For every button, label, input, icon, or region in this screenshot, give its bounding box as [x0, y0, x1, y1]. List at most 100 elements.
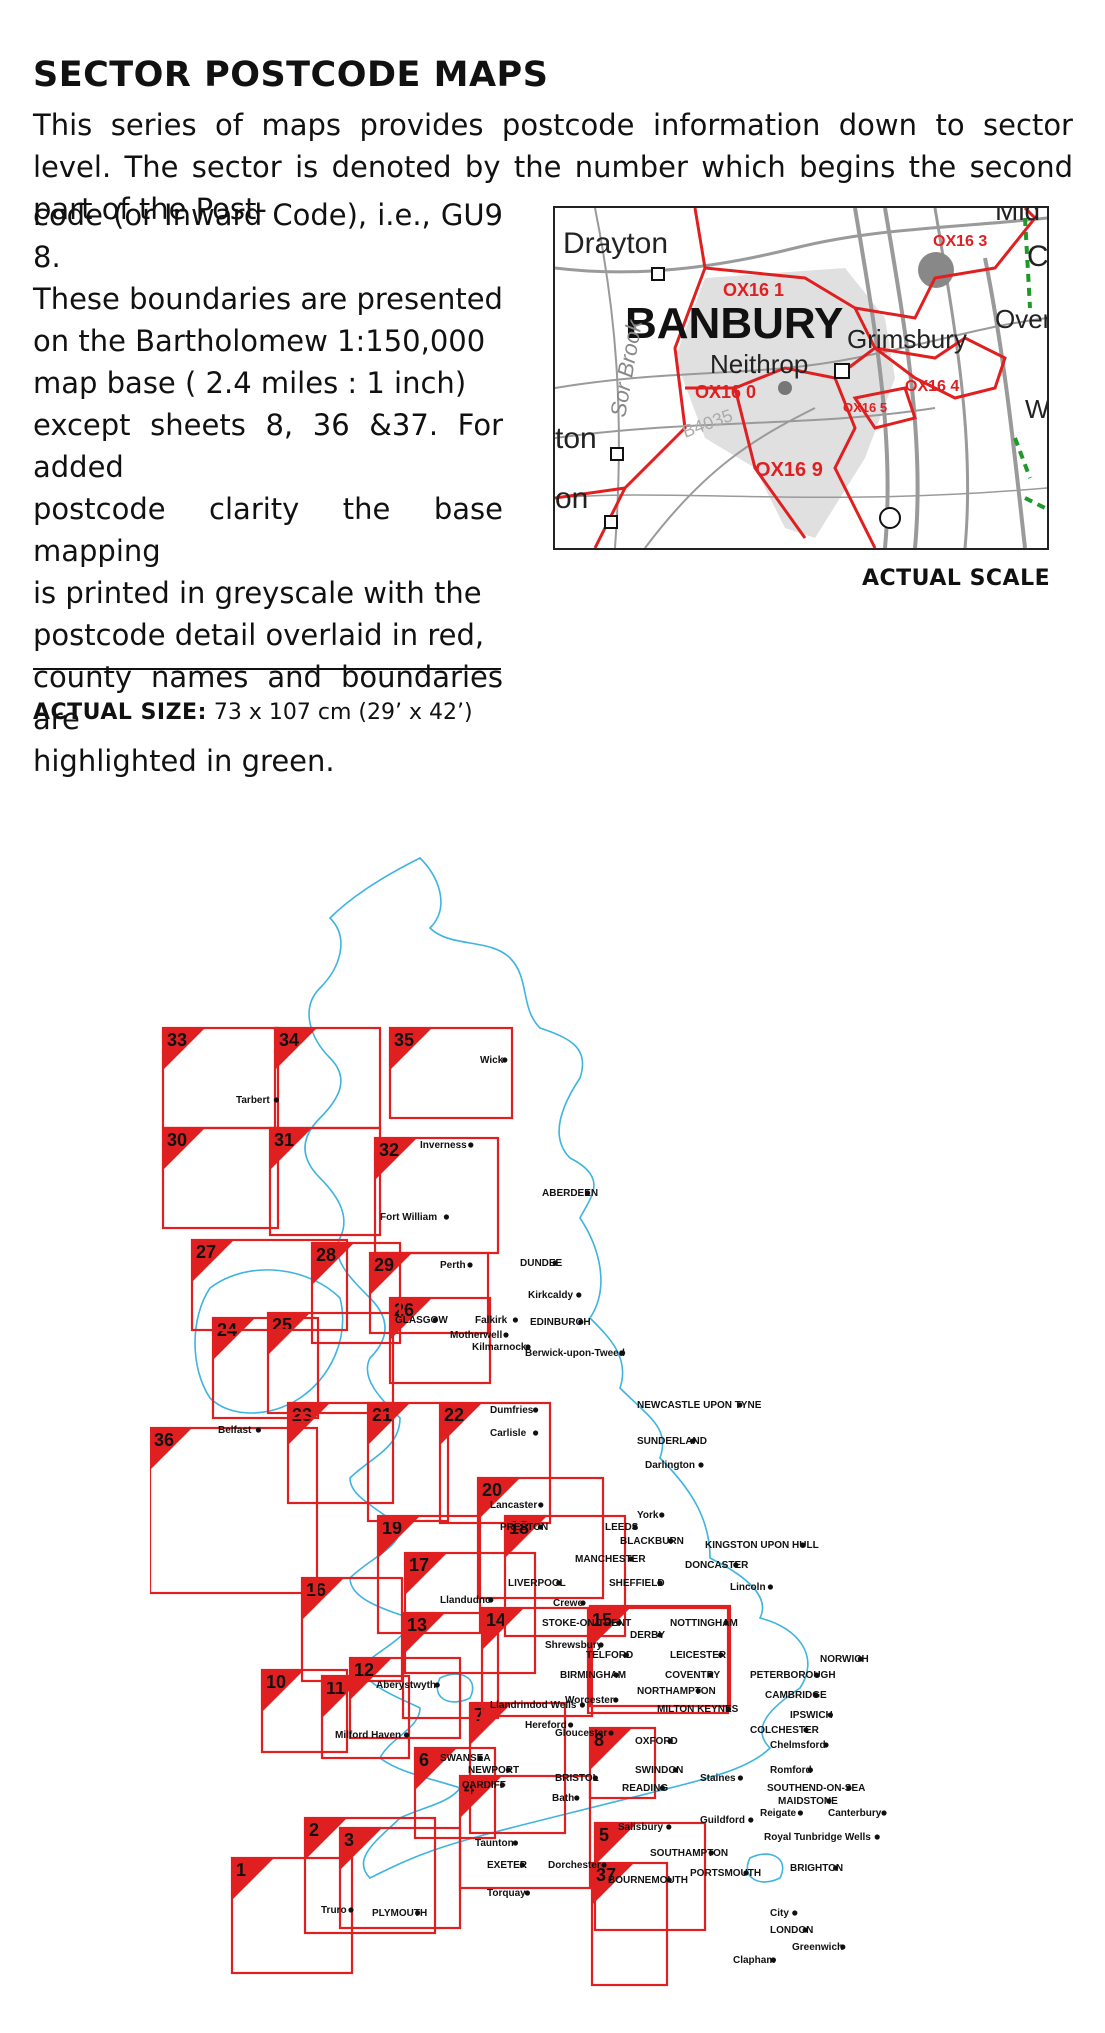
place-label: Berwick-upon-Tweed — [525, 1348, 625, 1359]
sheet-number-20[interactable]: 20 — [482, 1480, 502, 1500]
sheet-number-37[interactable]: 37 — [596, 1865, 616, 1885]
place-dot — [512, 1840, 518, 1846]
place-label: Llandudno — [440, 1595, 491, 1606]
place-label: SHEFFIELD — [609, 1578, 665, 1589]
sheet-number-11[interactable]: 11 — [326, 1678, 345, 1698]
crossing-marker — [879, 507, 901, 529]
place-dot — [748, 1817, 754, 1823]
sheet-number-1[interactable]: 1 — [236, 1860, 246, 1880]
place-label: Darlington — [645, 1460, 695, 1471]
place-dot — [767, 1584, 774, 1590]
place-label: PRESTON — [500, 1522, 548, 1533]
sheet-corner-2 — [305, 1818, 347, 1860]
sheet-number-14[interactable]: 14 — [486, 1610, 506, 1630]
place-dot — [592, 1775, 598, 1781]
place-dot — [632, 1524, 638, 1530]
sheet-number-31[interactable]: 31 — [274, 1130, 294, 1150]
sheet-corner-30 — [163, 1128, 205, 1170]
sheet-number-6[interactable]: 6 — [419, 1750, 429, 1770]
sheet-corner-24 — [213, 1318, 255, 1360]
sheet-number-34[interactable]: 34 — [279, 1030, 299, 1050]
place-dot — [608, 1730, 614, 1736]
sheet-number-10[interactable]: 10 — [266, 1672, 286, 1692]
sheet-number-22[interactable]: 22 — [444, 1405, 464, 1425]
place-label: PLYMOUTH — [372, 1908, 427, 1919]
place-label-partial-mid: Mid — [995, 208, 1040, 226]
sheet-corner-19 — [378, 1516, 420, 1558]
place-dot — [881, 1810, 887, 1816]
sheet-number-33[interactable]: 33 — [167, 1030, 187, 1050]
place-dot — [672, 1767, 679, 1773]
place-label: Reigate — [760, 1808, 797, 1819]
sheet-number-3[interactable]: 3 — [344, 1830, 354, 1850]
place-label: Salisbury — [618, 1822, 663, 1833]
place-dot — [840, 1944, 846, 1950]
sheet-outline-17 — [403, 1551, 537, 1675]
place-label: DONCASTER — [685, 1560, 749, 1571]
place-dot — [657, 1580, 663, 1586]
page-title: SECTOR POSTCODE MAPS — [33, 55, 549, 95]
road-network — [555, 208, 1047, 548]
place-dot — [524, 1890, 530, 1896]
sheet-number-15[interactable]: 15 — [592, 1610, 612, 1630]
place-dot — [503, 1332, 509, 1338]
place-dot — [743, 1870, 749, 1876]
neithrop-marker — [778, 381, 792, 395]
sector-label-ox16-9: OX16 9 — [755, 459, 823, 481]
sheet-number-2[interactable]: 2 — [309, 1820, 319, 1840]
place-label-banbury: BANBURY — [625, 299, 843, 348]
sheet-number-21[interactable]: 21 — [372, 1405, 392, 1425]
sheet-outline-27 — [190, 1238, 349, 1332]
sheet-outline-34 — [273, 1026, 382, 1130]
place-dot — [770, 1957, 777, 1963]
sheet-corner-17 — [405, 1553, 447, 1595]
place-label: Royal Tunbridge Wells — [764, 1832, 871, 1843]
sheet-number-7[interactable]: 7 — [474, 1705, 484, 1725]
body-paragraph: code (or Inward Code), i.e., GU9 8. Thes… — [33, 194, 503, 782]
place-dot — [505, 1767, 511, 1773]
sheet-outline-26 — [388, 1296, 492, 1385]
sheet-number-29[interactable]: 29 — [374, 1255, 394, 1275]
place-label: Truro — [321, 1905, 347, 1916]
sheet-corner-32 — [375, 1138, 417, 1180]
county-boundary — [1013, 217, 1046, 510]
place-dot — [846, 1785, 852, 1791]
sector-boundaries — [555, 208, 1038, 548]
place-dot — [404, 1732, 410, 1738]
place-dot — [874, 1834, 880, 1840]
place-label: Crewe — [553, 1598, 583, 1609]
sheet-number-28[interactable]: 28 — [316, 1245, 336, 1265]
place-dot — [443, 1214, 449, 1220]
place-dot — [468, 1142, 474, 1148]
place-label: LONDON — [770, 1925, 813, 1936]
sheet-number-12[interactable]: 12 — [354, 1660, 374, 1680]
sheet-outline-7 — [468, 1701, 567, 1835]
place-label: NEWCASTLE UPON TYNE — [637, 1400, 762, 1411]
sheet-number-23[interactable]: 23 — [292, 1405, 312, 1425]
sheet-number-36[interactable]: 36 — [154, 1430, 174, 1450]
place-label: GLASGOW — [395, 1315, 448, 1326]
place-label: Inverness — [420, 1140, 467, 1151]
sheet-number-30[interactable]: 30 — [167, 1130, 187, 1150]
sheet-number-32[interactable]: 32 — [379, 1140, 399, 1160]
place-label: Tarbert — [236, 1095, 270, 1106]
sheet-outline-20 — [476, 1476, 605, 1600]
sheet-number-27[interactable]: 27 — [196, 1242, 216, 1262]
sheet-number-8[interactable]: 8 — [594, 1730, 604, 1750]
sheet-number-35[interactable]: 35 — [394, 1030, 414, 1050]
place-label: Clapham — [733, 1955, 775, 1966]
place-label: Belfast — [218, 1425, 252, 1436]
sheet-number-13[interactable]: 13 — [407, 1615, 427, 1635]
sheet-outline-18 — [503, 1514, 627, 1638]
sheet-number-19[interactable]: 19 — [382, 1518, 402, 1538]
sheet-number-25[interactable]: 25 — [272, 1315, 292, 1335]
place-label: Taunton — [475, 1838, 514, 1849]
place-label-neithrop: Neithrop — [710, 349, 808, 379]
sheet-number-17[interactable]: 17 — [409, 1555, 429, 1575]
sheet-number-5[interactable]: 5 — [599, 1825, 609, 1845]
place-label-partial-c: C — [1027, 240, 1047, 273]
place-dot — [698, 1462, 704, 1468]
sheet-outline-1 — [230, 1856, 354, 1975]
place-dot — [538, 1502, 544, 1508]
place-dot — [576, 1292, 582, 1298]
